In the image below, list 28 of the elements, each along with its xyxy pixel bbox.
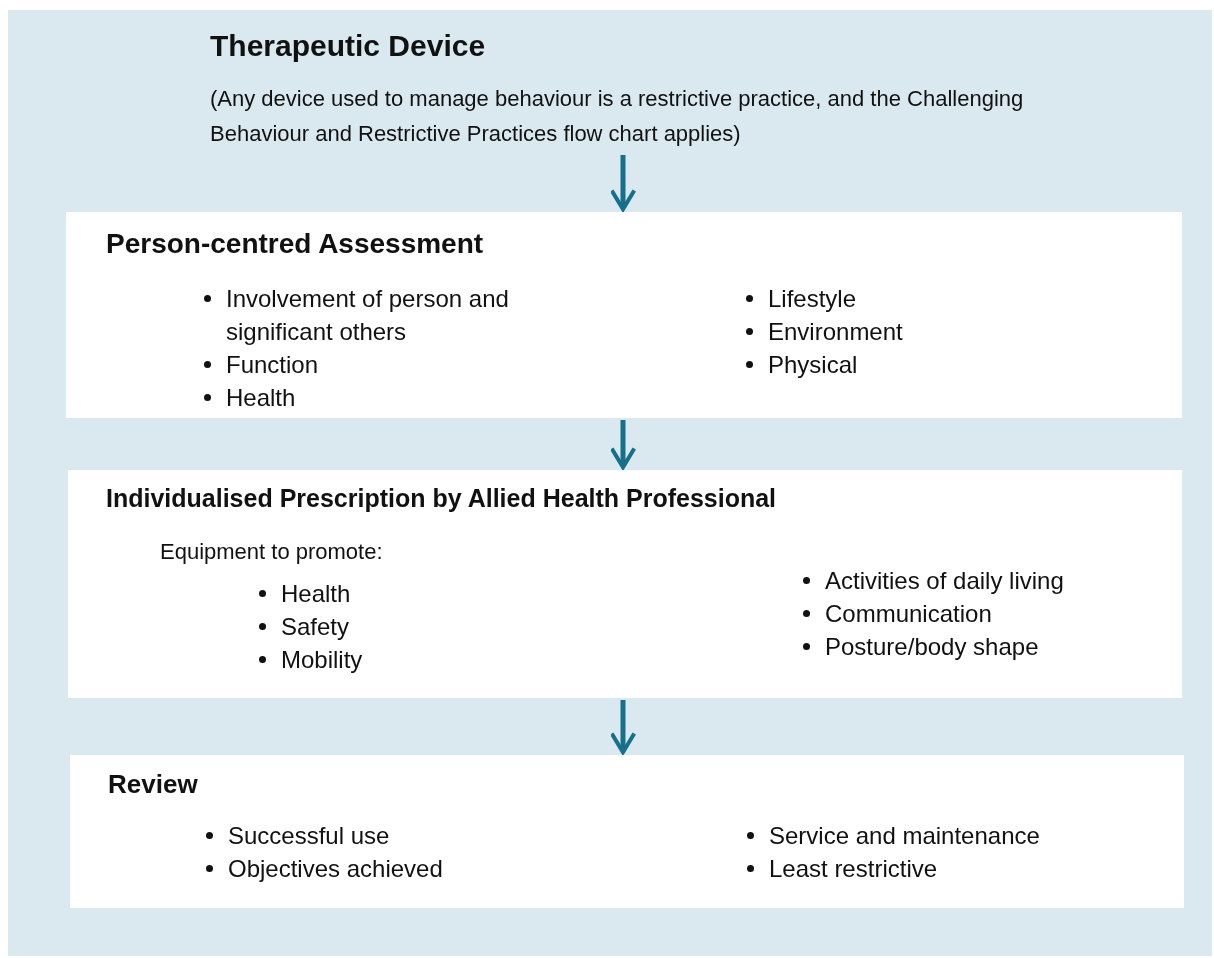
bullet-item: Safety [280,612,351,642]
arrow [609,420,637,470]
bullet-item: Environment [767,317,904,347]
bullet-item: Objectives achieved [227,854,444,884]
bullet-item: Physical [767,350,859,380]
bullet-item: Communication [824,599,993,629]
heading: Person-centred Assessment [106,228,484,260]
bullet-item: Involvement of person and significant others [225,284,510,347]
bullet-item: Function [225,350,320,380]
process-box [68,470,1182,698]
bullet-item: Successful use [227,821,391,851]
bullet-item: Service and maintenance [768,821,1041,851]
bullet-item: Lifestyle [767,284,858,314]
arrow [609,700,637,755]
note-text: (Any device used to manage behaviour is a restrictive practice, and the Challenging Behaviour and Restrictive Practices flow chart applies) [210,85,1025,148]
heading: Individualised Prescription by Allied Health Professional [106,484,777,513]
arrow [609,155,637,212]
bullet-item: Activities of daily living [824,566,1065,596]
bullet-item: Health [225,383,297,413]
heading: Therapeutic Device [210,29,486,63]
heading: Review [108,769,198,800]
process-box [70,755,1184,908]
bullet-item: Health [280,579,352,609]
bullet-item: Posture/body shape [824,632,1040,662]
bullet-item: Mobility [280,645,364,675]
intro-text: Equipment to promote: [160,538,384,566]
process-box [66,212,1182,418]
bullet-item: Least restrictive [768,854,939,884]
